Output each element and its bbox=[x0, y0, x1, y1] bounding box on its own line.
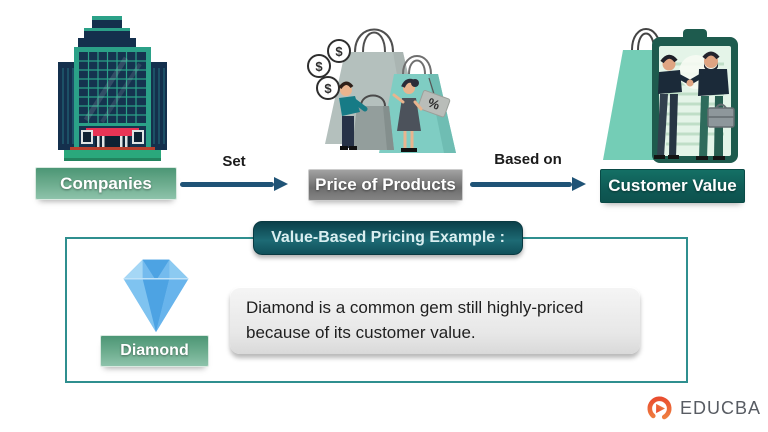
arrow-right-icon bbox=[180, 177, 288, 191]
example-title: Value-Based Pricing Example : bbox=[253, 221, 523, 255]
flow-step-companies: Companies bbox=[35, 167, 177, 200]
example-description: Diamond is a common gem still highly-pri… bbox=[230, 287, 640, 355]
price-of-products-label: Price of Products bbox=[315, 175, 456, 194]
example-title-text: Value-Based Pricing Example : bbox=[271, 229, 505, 246]
shopping-bags-icon: % $ $ $ bbox=[307, 28, 456, 153]
svg-text:$: $ bbox=[315, 59, 323, 74]
arrow-right-icon bbox=[470, 177, 586, 191]
company-building-icon bbox=[58, 16, 167, 161]
flow-step-customer-value: Customer Value bbox=[600, 169, 745, 203]
handshake-deal-icon bbox=[603, 28, 738, 163]
svg-text:$: $ bbox=[324, 81, 332, 96]
arrow-shaft bbox=[470, 181, 572, 187]
educba-logo: EDUCBA bbox=[646, 395, 761, 422]
arrow-based-on-label: Based on bbox=[494, 151, 562, 168]
dollar-coin-icon: $ $ $ bbox=[307, 39, 351, 100]
percent-tag-icon: % bbox=[417, 90, 451, 118]
flow-step-price-of-products: Price of Products bbox=[308, 169, 463, 201]
educba-logo-text: EDUCBA bbox=[680, 398, 762, 418]
diamond-icon bbox=[123, 259, 189, 333]
diamond-label-text: Diamond bbox=[120, 342, 189, 359]
arrow-set-label: Set bbox=[222, 153, 246, 170]
svg-text:$: $ bbox=[335, 44, 343, 59]
diamond-label: Diamond bbox=[100, 335, 209, 367]
arrow-head bbox=[274, 177, 288, 191]
example-description-text: Diamond is a common gem still highly-pri… bbox=[246, 298, 584, 342]
arrow-head bbox=[572, 177, 586, 191]
customer-value-label: Customer Value bbox=[608, 176, 737, 195]
arrow-shaft bbox=[180, 181, 274, 187]
educba-logo-icon bbox=[647, 396, 672, 421]
svg-text:%: % bbox=[426, 95, 442, 113]
companies-label: Companies bbox=[60, 173, 152, 193]
